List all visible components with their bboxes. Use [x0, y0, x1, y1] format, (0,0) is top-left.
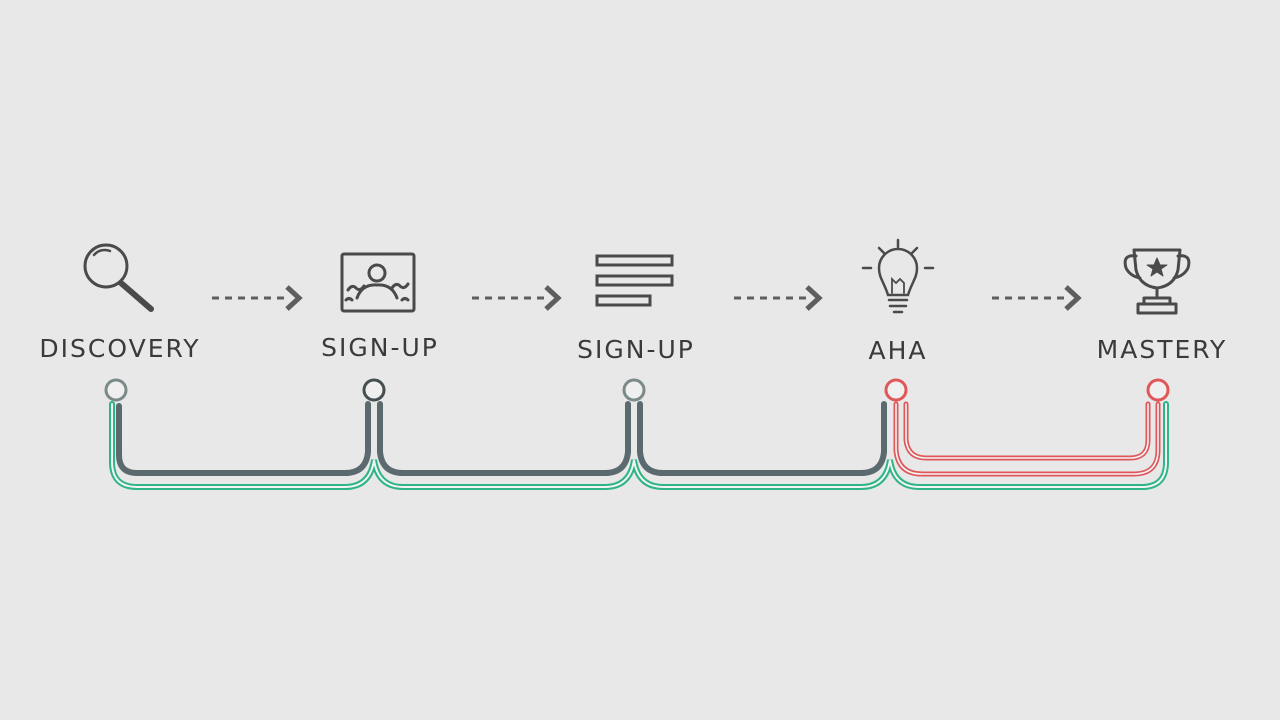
stage-label-sign-up-2: SIGN-UP	[577, 335, 695, 364]
node-aha	[884, 378, 908, 402]
stage-label-aha: AHA	[868, 336, 927, 365]
stage-nodes	[104, 378, 1170, 402]
arrow-4	[992, 285, 1082, 311]
track-red-inner	[903, 401, 1151, 461]
node-sign-up-1	[362, 378, 386, 402]
trophy-icon	[1123, 248, 1191, 315]
picture-frame-icon	[340, 252, 416, 313]
node-sign-up-2	[622, 378, 646, 402]
track-slate-1	[116, 401, 371, 476]
track-slate-3	[637, 401, 887, 476]
magnifier-icon	[83, 243, 154, 312]
lightbulb-icon	[861, 238, 935, 314]
stage-aha: AHA	[861, 238, 935, 365]
stage-mastery: MASTERY	[1097, 248, 1228, 364]
track-red-outer	[893, 401, 1161, 477]
flow-arrows	[212, 285, 1082, 311]
node-mastery	[1146, 378, 1170, 402]
track-slate-2	[377, 401, 631, 476]
stage-label-mastery: MASTERY	[1097, 335, 1228, 364]
stage-label-discovery: DISCOVERY	[39, 334, 200, 363]
arrow-1	[212, 285, 303, 311]
arrow-3	[734, 285, 823, 311]
list-lines-icon	[595, 254, 674, 307]
stage-sign-up-1: SIGN-UP	[321, 252, 439, 362]
journey-tracks	[109, 401, 1169, 490]
node-discovery	[104, 378, 128, 402]
arrow-2	[472, 285, 562, 311]
stage-sign-up-2: SIGN-UP	[577, 254, 695, 364]
stage-label-sign-up-1: SIGN-UP	[321, 333, 439, 362]
stage-discovery: DISCOVERY	[39, 243, 200, 363]
